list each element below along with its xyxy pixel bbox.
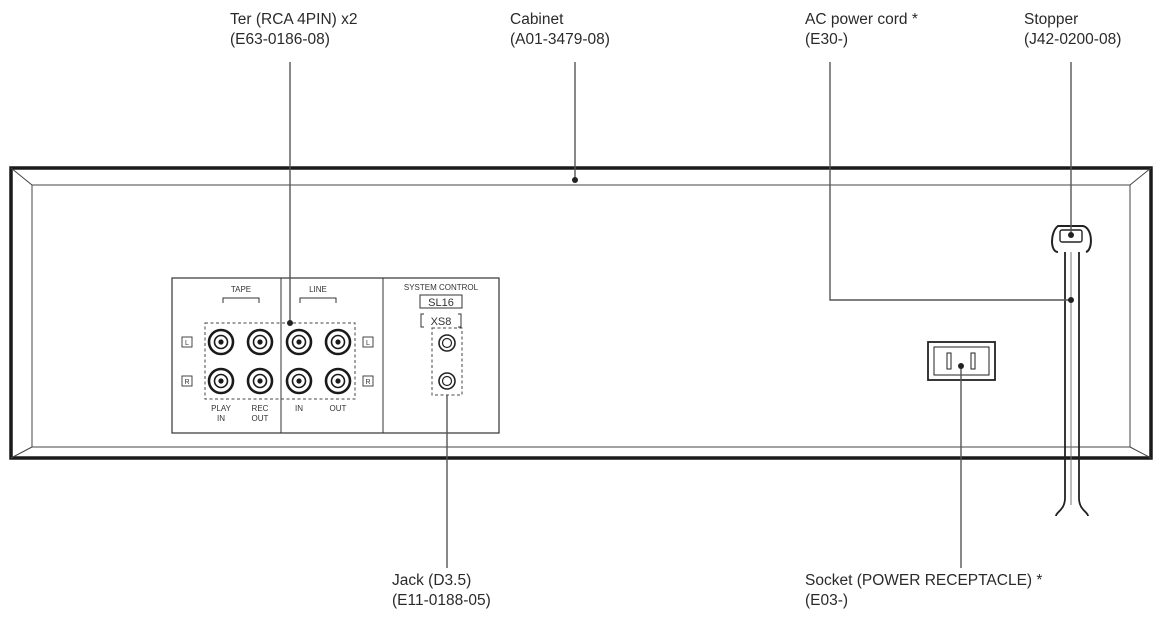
callout-cabinet-part: (A01-3479-08)	[510, 31, 610, 48]
callout-ac-cord-name: AC power cord *	[805, 11, 918, 28]
callout-cabinet-name: Cabinet	[510, 11, 564, 28]
channel-marker-left-2: L	[362, 336, 374, 348]
rca-jack-5	[207, 367, 235, 395]
line-in-label: IN	[295, 404, 303, 413]
svg-text:R: R	[365, 379, 370, 386]
callout-stopper: Stopper (J42-0200-08)	[1024, 10, 1121, 50]
callout-jack-part: (E11-0188-05)	[392, 592, 491, 609]
callout-terminal-part: (E63-0186-08)	[230, 31, 330, 48]
play-in-label-2: IN	[217, 414, 225, 423]
rca-jack-6	[246, 367, 274, 395]
rca-jack-8	[324, 367, 352, 395]
system-control-label: SYSTEM CONTROL	[404, 283, 479, 292]
system-control-jack-1	[438, 334, 456, 352]
xs8-mark: XS8	[431, 316, 452, 328]
line-out-label: OUT	[330, 404, 347, 413]
leader-lines	[287, 62, 1074, 568]
rca-jack-4	[324, 328, 352, 356]
rca-jack-1	[207, 328, 235, 356]
callout-socket-part: (E03-)	[805, 592, 849, 609]
play-in-label-1: PLAY	[211, 404, 232, 413]
line-label: LINE	[309, 285, 327, 294]
callout-ac-cord-part: (E30-)	[805, 31, 849, 48]
callout-terminal: Ter (RCA 4PIN) x2 (E63-0186-08)	[230, 10, 357, 50]
channel-marker-left-1: L	[181, 336, 193, 348]
callout-jack-name: Jack (D3.5)	[392, 572, 472, 589]
rec-out-label-1: REC	[252, 404, 269, 413]
rca-jacks	[207, 328, 352, 395]
system-control-jack-2	[438, 372, 456, 390]
svg-text:R: R	[184, 379, 189, 386]
callout-ac-cord: AC power cord * (E30-)	[805, 10, 918, 50]
rca-jack-3	[285, 328, 313, 356]
callout-cabinet: Cabinet (A01-3479-08)	[510, 10, 610, 50]
tape-label: TAPE	[231, 285, 251, 294]
svg-text:L: L	[366, 340, 370, 347]
sl16-mark: SL16	[428, 297, 454, 309]
channel-marker-right-1: R	[181, 375, 193, 387]
callout-socket-name: Socket (POWER RECEPTACLE) *	[805, 572, 1043, 589]
terminal-panel: TAPE LINE L R L R PLAY IN REC OUT IN OUT	[171, 277, 500, 434]
callout-stopper-part: (J42-0200-08)	[1024, 31, 1122, 48]
rca-jack-7	[285, 367, 313, 395]
power-cord	[1055, 240, 1089, 517]
callout-stopper-name: Stopper	[1024, 11, 1079, 28]
callout-terminal-name: Ter (RCA 4PIN) x2	[230, 11, 358, 28]
svg-text:L: L	[185, 340, 189, 347]
rca-jack-2	[246, 328, 274, 356]
callout-socket: Socket (POWER RECEPTACLE) * (E03-)	[805, 571, 1042, 611]
callout-jack: Jack (D3.5) (E11-0188-05)	[392, 571, 491, 611]
channel-marker-right-2: R	[362, 375, 374, 387]
rec-out-label-2: OUT	[252, 414, 269, 423]
